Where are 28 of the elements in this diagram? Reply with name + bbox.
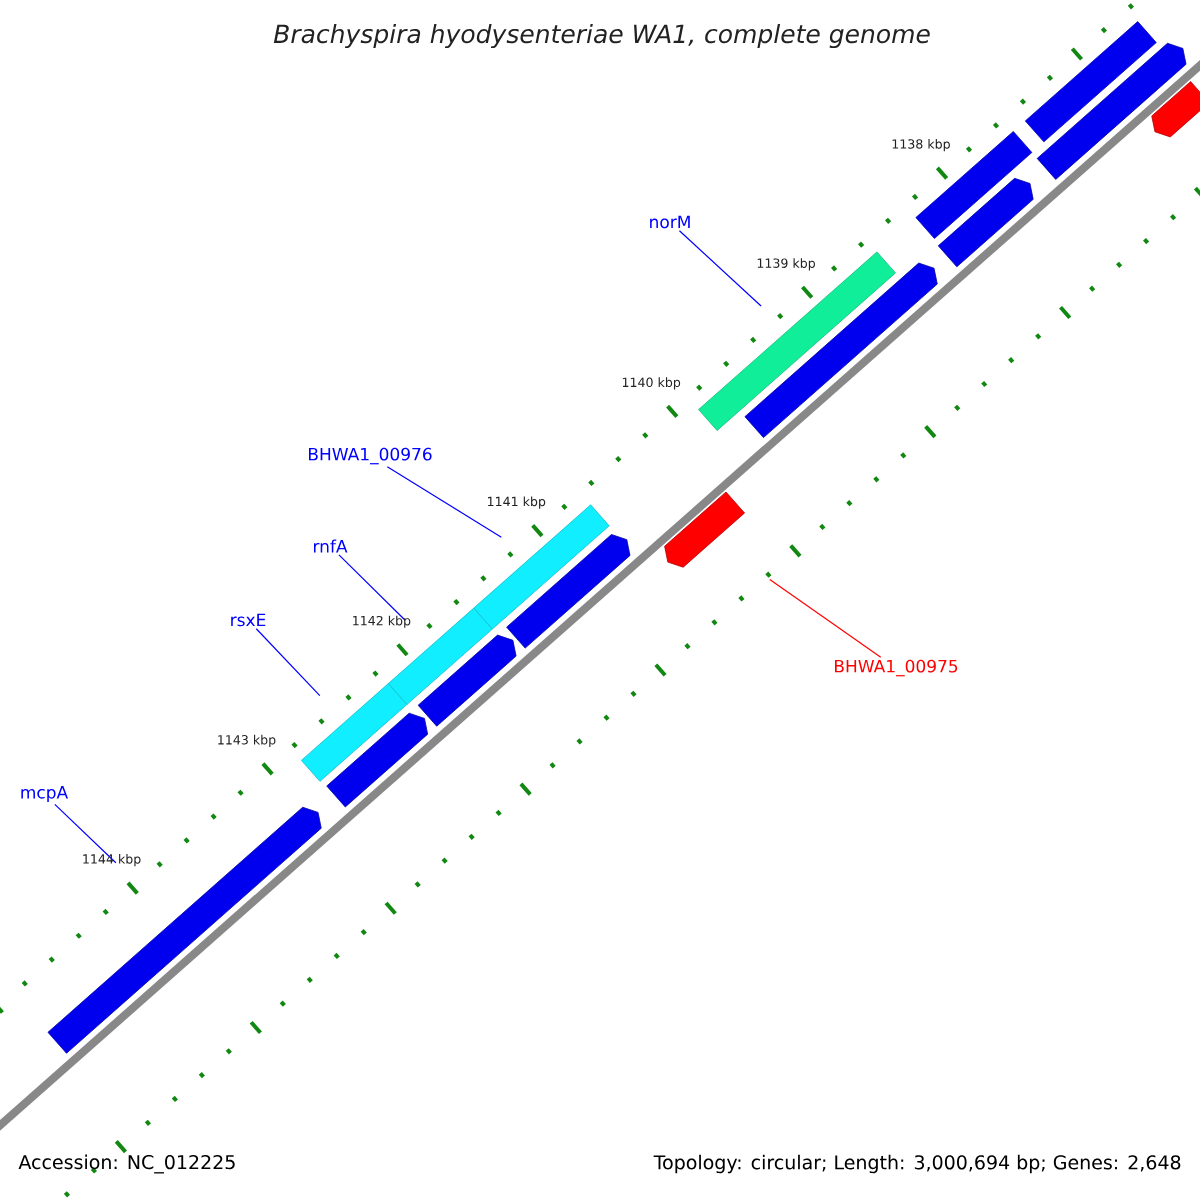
gene-label: rsxE [231, 613, 266, 627]
leader-line [386, 466, 502, 538]
accession-text: Accession: NC_012225 [18, 1154, 235, 1174]
gene-block [417, 634, 517, 727]
gene-block [1036, 42, 1187, 180]
gene-block [664, 491, 745, 568]
genome-info-text: Topology: circular; Length: 3,000,694 bp; Genes: 2,648 [653, 1154, 1181, 1174]
leader-line [255, 628, 321, 697]
gene-block [47, 806, 322, 1054]
gene-block [506, 534, 631, 649]
leader-line [769, 578, 882, 658]
gene-bar [1024, 21, 1157, 143]
gene-label: rnfA [314, 539, 348, 553]
leader-line [338, 554, 406, 621]
gene-block [326, 712, 429, 808]
gene-label: norM [650, 215, 690, 229]
title: Brachyspira hyodysenteriae WA1, complete genome [273, 23, 930, 49]
gene-bar [698, 251, 896, 431]
gene-bar [301, 683, 408, 782]
leader-line [54, 803, 117, 864]
gene-bar [387, 607, 493, 705]
gene-block [937, 177, 1034, 268]
gene-label: mcpA [21, 786, 68, 802]
gene-block [1151, 81, 1200, 138]
gene-block [744, 262, 938, 438]
gene-label: BHWA1_00975 [835, 659, 958, 677]
gene-label: BHWA1_00976 [309, 447, 432, 465]
leader-line [678, 230, 762, 307]
